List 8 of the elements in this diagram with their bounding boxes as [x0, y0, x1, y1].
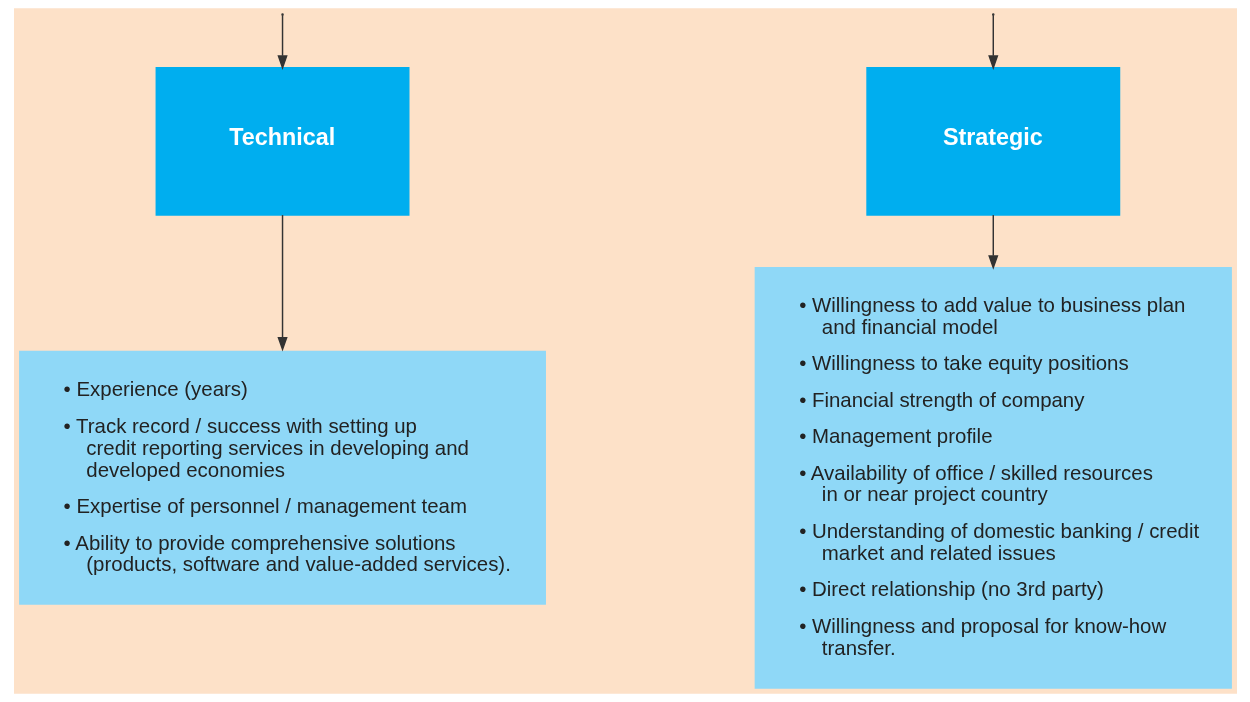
arrow: [987, 14, 998, 70]
arrow: [276, 14, 288, 70]
node-box: Strategic: [865, 66, 1120, 216]
arrow: [276, 214, 288, 352]
node-box: • Willingness to add value to business plan and financial model • Willingness to take equity positions • Financial strength of company • Management profile • Availability of office / skilled resources in or near project country • Understanding of domestic banking / credit market and related issues • Direct relationship (no 3rd party) • Willingness and proposal for know-how transfer.: [754, 266, 1232, 689]
arrow: [987, 214, 998, 270]
node-box: Technical: [155, 66, 409, 216]
node-box: • Experience (years) • Track record / success with setting up credit reporting services in developing and developed economies • Expertise of personnel / management team • Ability to provide comprehensive solutions (products, software and value-added services).: [18, 350, 546, 605]
